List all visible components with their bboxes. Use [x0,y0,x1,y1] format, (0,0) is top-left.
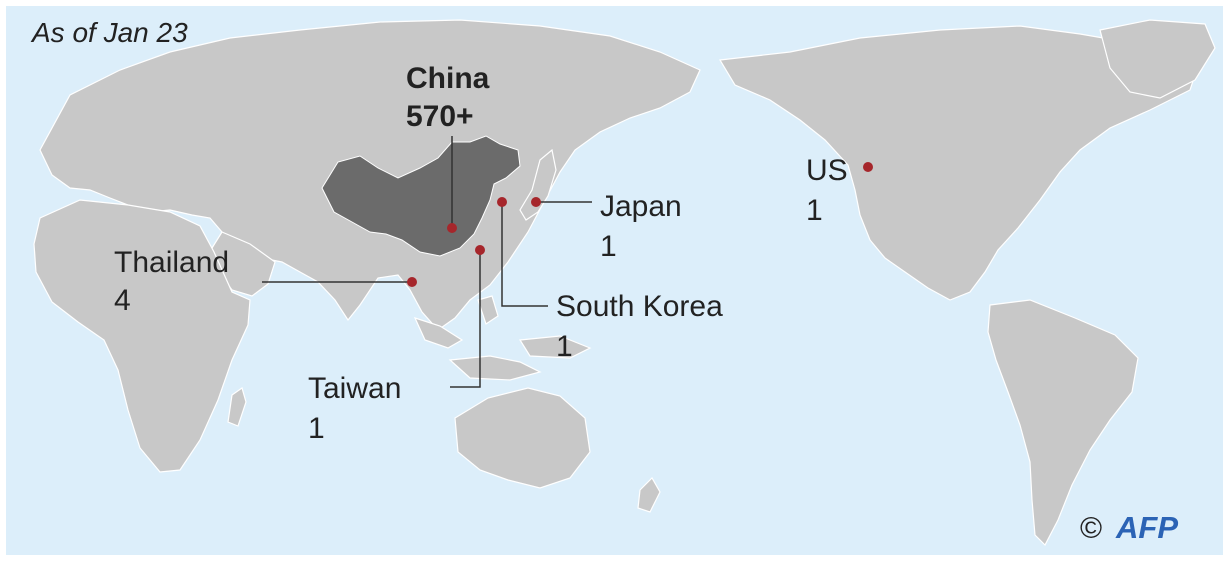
label-us-name: US [806,154,848,187]
afp-logo: AFP [1115,510,1178,545]
marker-us [863,162,873,172]
credit: © AFP [1080,510,1178,545]
leader-taiwan [450,250,481,388]
land-africa [33,199,251,473]
label-china-count: 570+ [406,100,474,133]
label-south-korea-name: South Korea [556,290,723,323]
marker-japan [531,197,541,207]
marker-taiwan [475,245,485,255]
copyright-symbol: © [1080,512,1102,545]
label-south-korea-count: 1 [556,330,573,363]
leader-lines [262,136,592,388]
label-japan-name: Japan [600,190,682,223]
land-new-zealand [637,477,661,513]
land-north-america [719,25,1201,301]
label-taiwan-count: 1 [308,412,325,445]
marker-south-korea [497,197,507,207]
country-labels: China 570+ Thailand 4 Japan 1 South Kore… [114,62,848,445]
label-thailand-count: 4 [114,284,131,317]
marker-thailand [407,277,417,287]
marker-china [447,223,457,233]
label-us-count: 1 [806,194,823,227]
leader-south-korea [501,202,548,307]
label-japan-count: 1 [600,230,617,263]
label-taiwan-name: Taiwan [308,372,401,405]
land-madagascar [227,387,247,427]
land-japan [519,148,557,221]
land-australia [454,387,591,489]
label-thailand-name: Thailand [114,246,229,279]
china-shape [321,135,521,257]
land-sea-islands [413,295,592,381]
label-china-name: China [406,62,490,95]
land-south-america [987,299,1139,547]
land-greenland [1099,19,1216,99]
date-label: As of Jan 23 [30,17,188,48]
markers [407,162,873,287]
